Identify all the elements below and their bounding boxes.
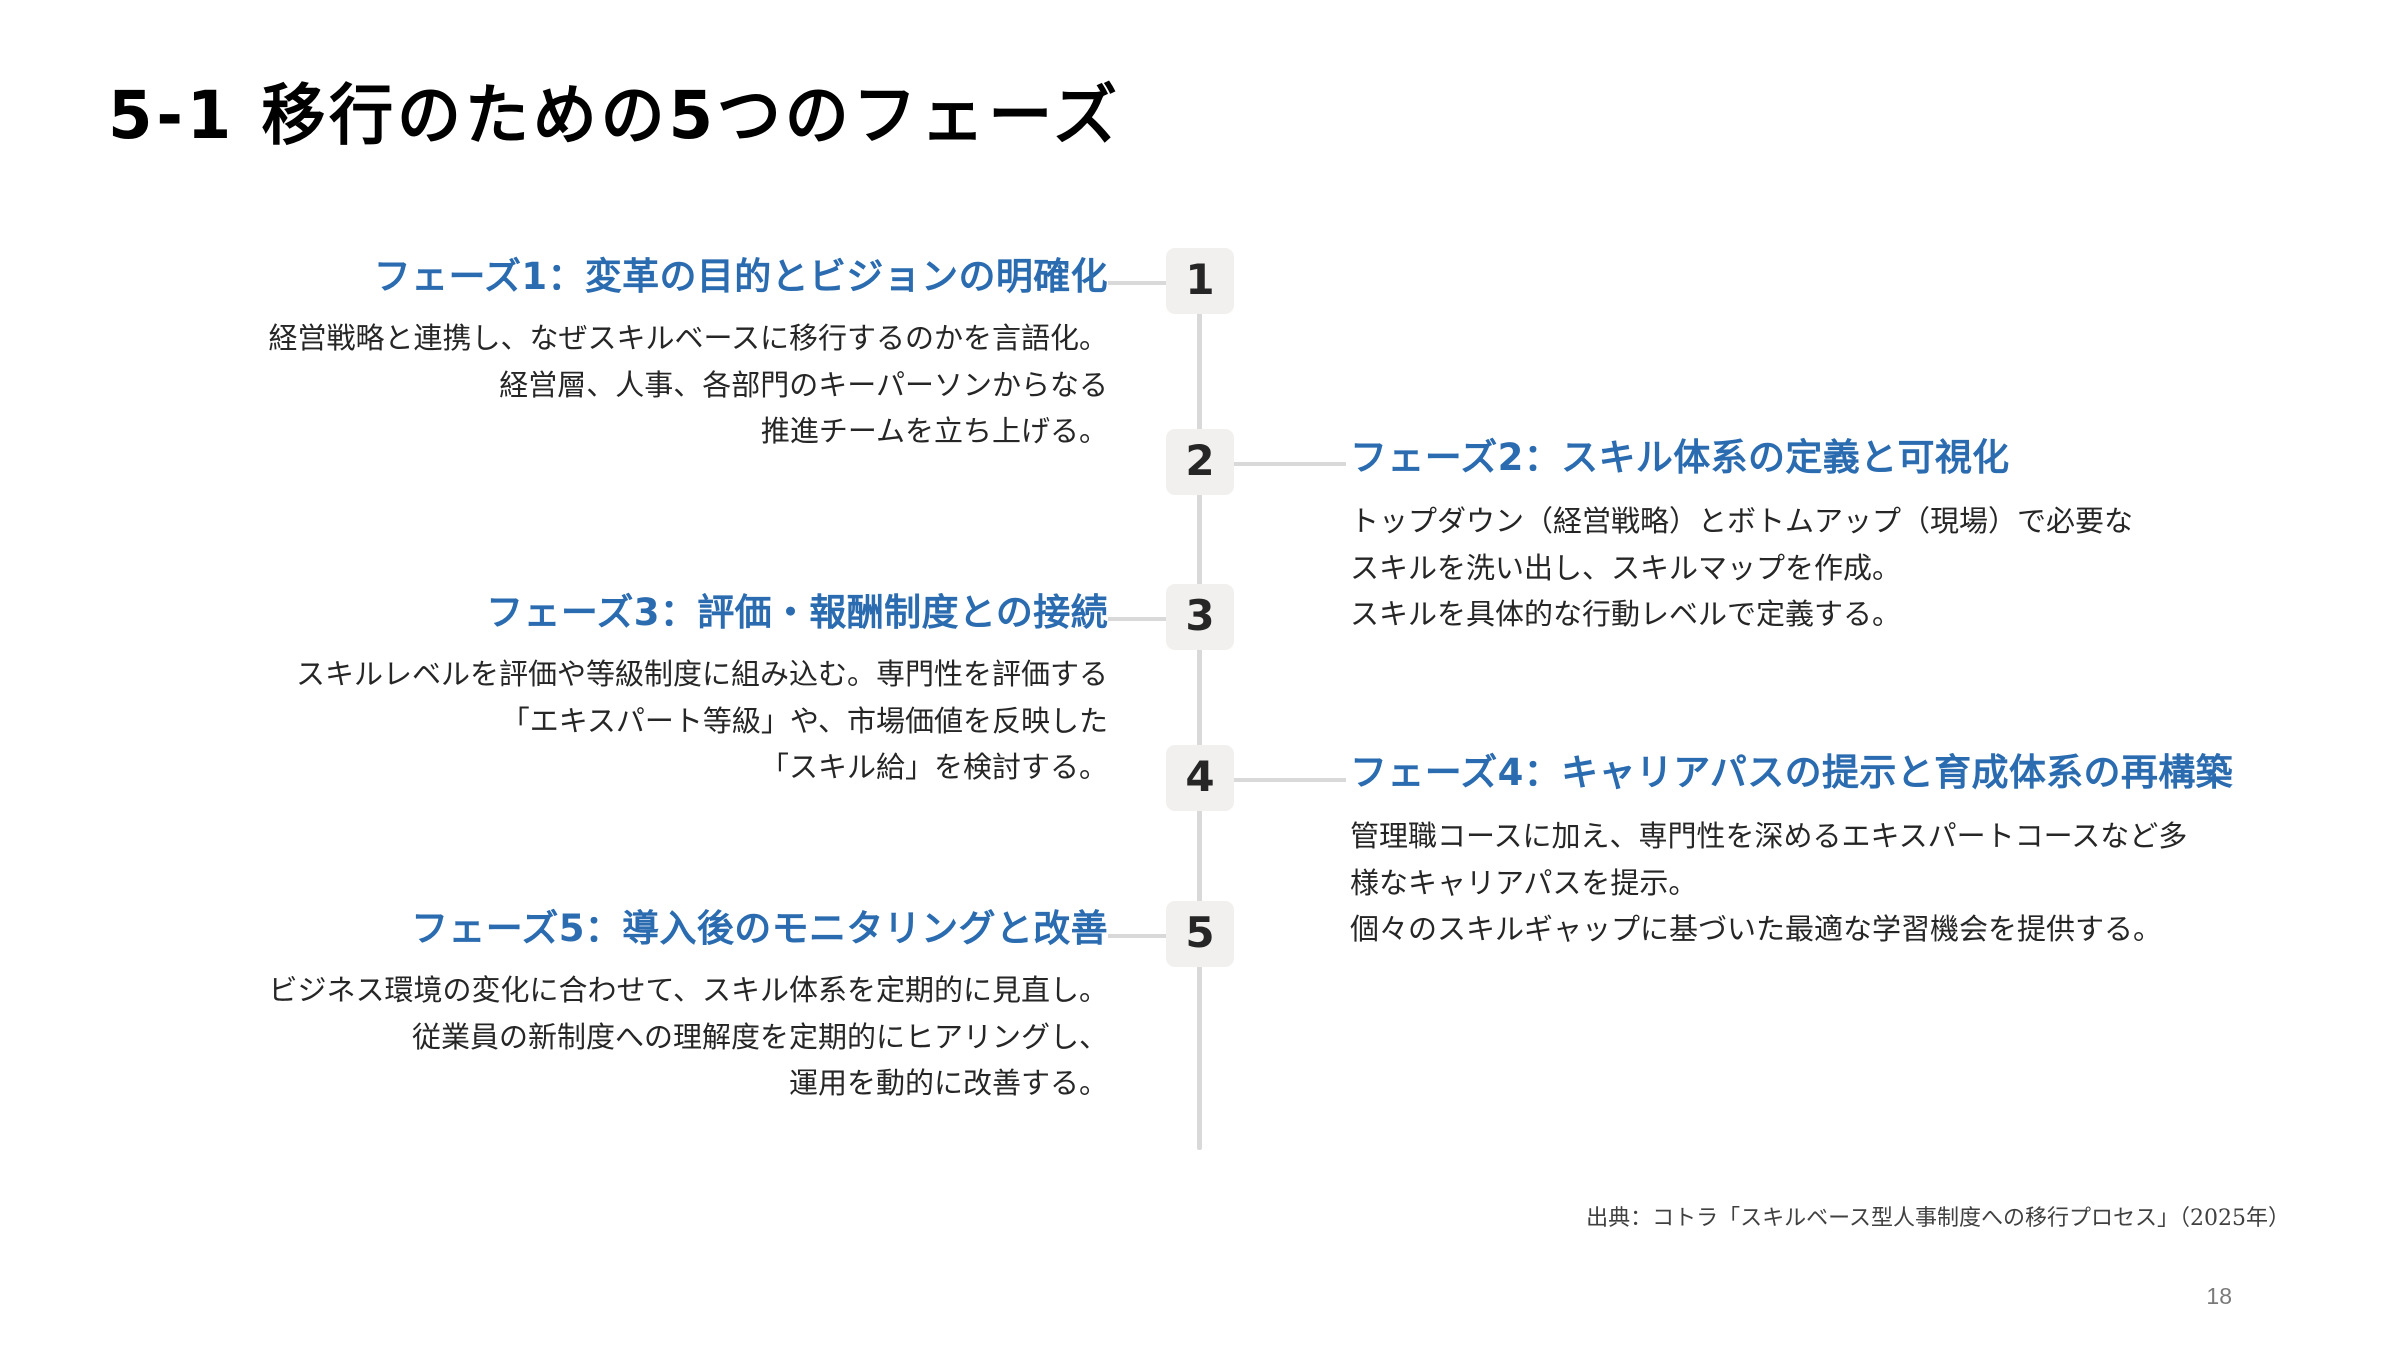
timeline-marker-5[interactable]: 5 — [1166, 901, 1234, 967]
phase-3-heading: フェーズ3：評価・報酬制度との接続 — [486, 591, 1108, 634]
phase-5-heading: フェーズ5：導入後のモニタリングと改善 — [411, 907, 1108, 950]
timeline-marker-4-label: 4 — [1185, 752, 1215, 801]
timeline-marker-5-label: 5 — [1185, 908, 1215, 957]
page-title: 5-1 移行のための5つのフェーズ — [108, 77, 1121, 154]
timeline-marker-1[interactable]: 1 — [1166, 248, 1234, 314]
phase-block-3: フェーズ3：評価・報酬制度との接続 スキルレベルを評価や等級制度に組み込む。専門… — [108, 591, 1108, 791]
timeline-marker-1-label: 1 — [1185, 255, 1215, 304]
connector-phase-5 — [1108, 934, 1170, 938]
phase-2-heading: フェーズ2：スキル体系の定義と可視化 — [1350, 436, 2010, 479]
phase-block-4: フェーズ4：キャリアパスの提示と育成体系の再構築 管理職コースに加え、専門性を深… — [1350, 751, 2350, 953]
timeline-marker-2-label: 2 — [1185, 436, 1215, 485]
phase-3-body: スキルレベルを評価や等級制度に組み込む。専門性を評価する 「エキスパート等級」や… — [295, 656, 1108, 785]
phase-1-heading: フェーズ1：変革の目的とビジョンの明確化 — [373, 255, 1108, 298]
connector-phase-4 — [1234, 778, 1346, 782]
page-number: 18 — [2206, 1283, 2232, 1309]
timeline-marker-3-label: 3 — [1185, 591, 1215, 640]
phase-block-2: フェーズ2：スキル体系の定義と可視化 トップダウン（経営戦略）とボトムアップ（現… — [1350, 436, 2330, 638]
connector-phase-1 — [1108, 281, 1170, 285]
phase-1-body: 経営戦略と連携し、なぜスキルベースに移行するのかを言語化。 経営層、人事、各部門… — [268, 320, 1108, 449]
timeline-marker-4[interactable]: 4 — [1166, 745, 1234, 811]
source-note: 出典：コトラ「スキルベース型人事制度への移行プロセス」（2025年） — [1586, 1206, 2290, 1231]
phase-block-5: フェーズ5：導入後のモニタリングと改善 ビジネス環境の変化に合わせて、スキル体系… — [108, 907, 1108, 1107]
connector-phase-3 — [1108, 617, 1170, 621]
phase-block-1: フェーズ1：変革の目的とビジョンの明確化 経営戦略と連携し、なぜスキルベースに移… — [108, 255, 1108, 455]
phase-2-body: トップダウン（経営戦略）とボトムアップ（現場）で必要な スキルを洗い出し、スキル… — [1350, 503, 2134, 632]
connector-phase-2 — [1234, 462, 1346, 466]
timeline-spine — [1197, 252, 1202, 1150]
phase-4-heading: フェーズ4：キャリアパスの提示と育成体系の再構築 — [1350, 751, 2234, 794]
timeline-marker-2[interactable]: 2 — [1166, 429, 1234, 495]
timeline-marker-3[interactable]: 3 — [1166, 584, 1234, 650]
phase-4-body: 管理職コースに加え、専門性を深めるエキスパートコースなど多 様なキャリアパスを提… — [1350, 818, 2188, 947]
phase-5-body: ビジネス環境の変化に合わせて、スキル体系を定期的に見直し。 従業員の新制度への理… — [268, 972, 1108, 1101]
